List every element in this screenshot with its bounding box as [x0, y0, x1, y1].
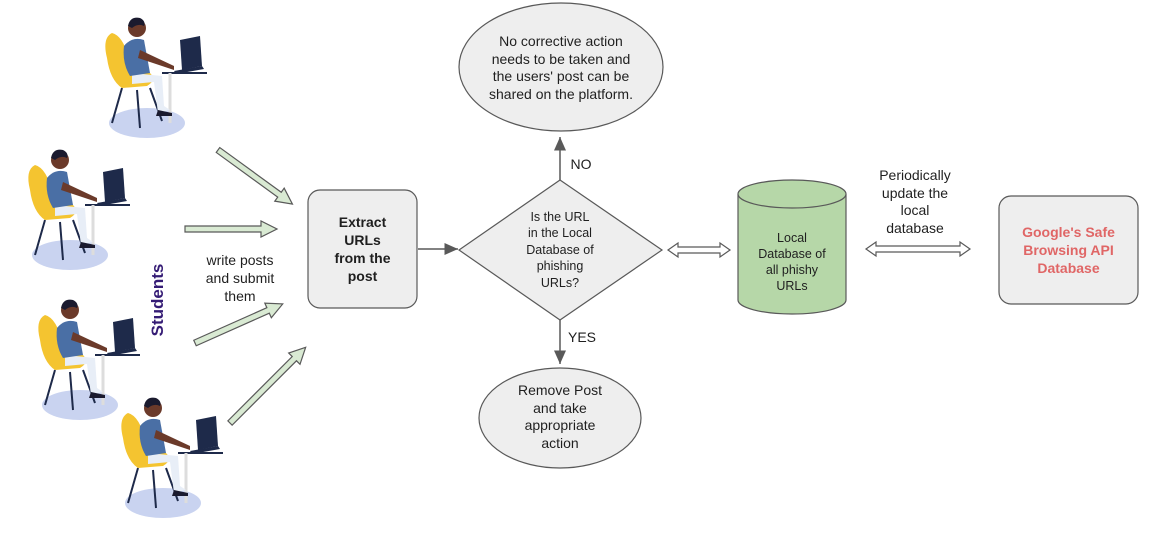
students-label: Students	[147, 263, 167, 337]
local-database-text: Local Database of all phishy URLs	[758, 231, 826, 293]
local-database-cylinder	[737, 179, 847, 315]
write-posts-label: write posts and submit them	[205, 252, 275, 304]
extract-urls-text: Extract URLs from the post	[334, 214, 391, 284]
google-api-text: Google's Safe Browsing API Database	[1022, 224, 1115, 276]
decision-text: Is the URL in the Local Database of phis…	[526, 209, 594, 290]
db-google-double-arrow	[864, 240, 972, 258]
no-label: NO	[570, 155, 592, 172]
student-arrow-2	[184, 220, 279, 238]
yes-label: YES	[567, 328, 596, 345]
no-action-text: No corrective action needs to be taken a…	[489, 33, 633, 102]
student-arrow-4	[227, 346, 307, 426]
yes-action-ellipse	[478, 367, 642, 469]
student-figure-4	[119, 396, 225, 520]
google-api-box	[998, 195, 1139, 305]
student-figure-1	[103, 16, 209, 140]
decision-db-double-arrow	[666, 241, 732, 259]
student-arrow-3	[192, 302, 284, 347]
no-action-ellipse	[458, 2, 664, 132]
student-figure-3	[36, 298, 142, 422]
extract-urls-box	[307, 189, 418, 309]
update-label: Periodically update the local database	[879, 167, 951, 236]
yes-action-text: Remove Post and take appropriate action	[517, 382, 603, 451]
student-figure-2	[26, 148, 132, 272]
student-arrow-1	[215, 146, 294, 205]
